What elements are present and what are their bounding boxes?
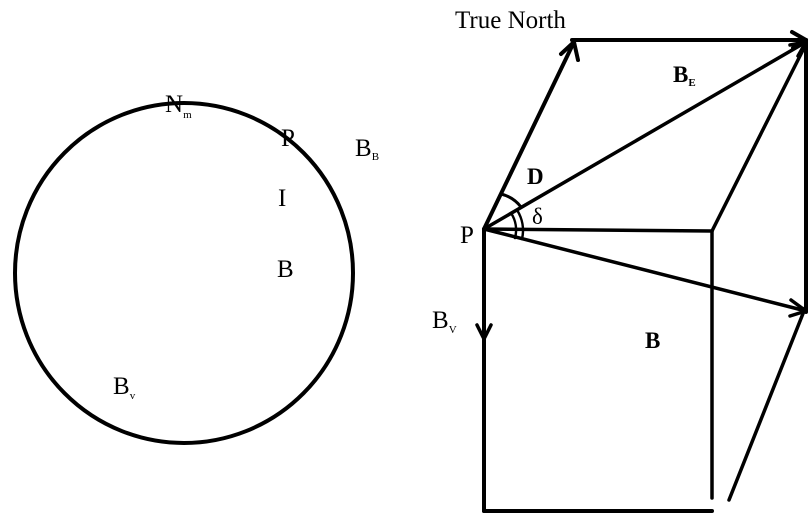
box-point-p-label: P	[460, 222, 474, 249]
horizontal-be-label: BE	[673, 62, 696, 89]
sphere-outline	[13, 101, 355, 445]
declination-d-label: D	[527, 164, 544, 189]
horizontal-component-line	[482, 40, 808, 231]
true-north-line	[482, 40, 576, 231]
total-field-line	[482, 227, 808, 313]
inclination-arc-inner	[509, 211, 518, 240]
right-slant-edge	[710, 42, 808, 233]
box-figure	[475, 30, 808, 513]
vertical-component-arrowhead	[475, 323, 493, 341]
inner-b-label: B	[277, 256, 294, 283]
point-p-label: P	[281, 125, 295, 152]
horizontal-plane-edge	[482, 227, 714, 233]
inclination-i-label: I	[278, 185, 286, 212]
total-field-b-label: B	[645, 328, 660, 353]
circle-figure: Nm P BB I B Bv	[13, 91, 379, 445]
total-field-arrowhead	[788, 298, 808, 318]
magnetic-north-label: Nm	[165, 91, 192, 121]
field-b-label: BB	[355, 135, 379, 163]
lower-slant-edge	[727, 304, 808, 502]
declination-arc	[499, 192, 523, 209]
true-north-label: True North	[455, 7, 566, 34]
box-figure-labels: True North BE D δ P BV B	[432, 7, 696, 353]
vertical-bv-label: Bv	[113, 373, 136, 402]
inclination-arc-outer	[515, 208, 525, 241]
vertical-bv-box-label: BV	[432, 307, 457, 336]
delta-label: δ	[532, 204, 543, 229]
